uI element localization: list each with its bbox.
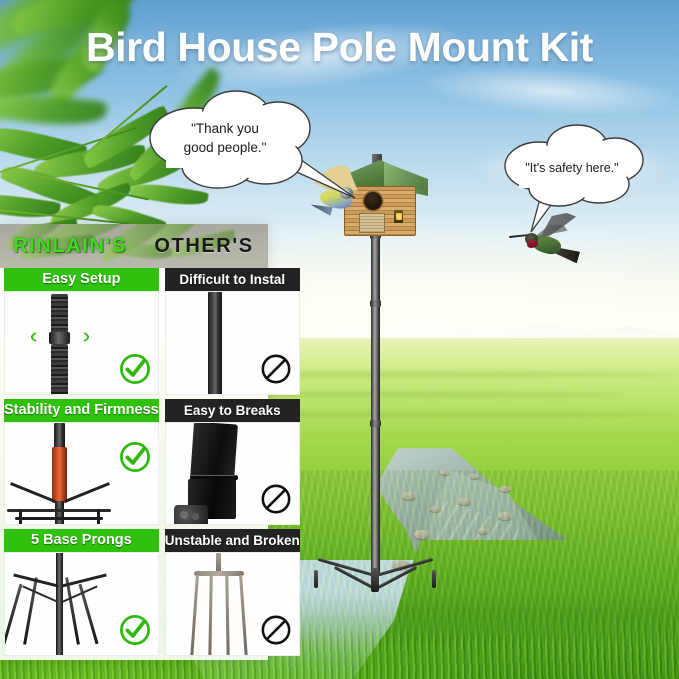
comparison-cell-bad-2: Easy to Breaks [164,398,300,526]
rock [392,560,410,570]
comparison-brand-row: RINLAIN'S OTHER'S [0,224,268,268]
pole-joint [370,300,381,307]
rock [500,486,511,492]
brand-label-ours: RINLAIN'S [13,234,127,257]
hummingbird-throat [527,240,538,248]
birdhouse-lantern [394,210,403,223]
base-center-spike [371,568,379,592]
check-icon [118,613,152,647]
rock [440,470,450,475]
cell-label: Unstable and Broken [164,529,300,553]
cell-label: Stability and Firmness [4,398,159,422]
check-icon [118,352,152,386]
rotate-arrow-icon [31,328,89,346]
cell-image-plain-pole [164,291,300,395]
cell-image-threaded-pole [4,291,159,395]
rock [470,474,479,479]
birdhouse-chimney [372,154,382,163]
brand-label-theirs: OTHER'S [154,234,254,257]
comparison-cell-good-3: 5 Base Prongs [4,529,159,656]
speech-bubble-bird-text: "Thank you good people." [183,121,267,155]
meadow-contour [0,372,679,377]
rock [458,498,471,505]
base-prong-leg [432,570,436,588]
comparison-cell-good-1: Easy Setup [4,268,159,395]
hummingbird [508,216,583,274]
rock [498,512,512,520]
base-prong-leg [314,570,318,588]
comparison-cell-bad-3: Unstable and Broken [164,529,300,656]
speech-bubble-hummingbird-text: "It's safety here." [525,161,619,175]
birdhouse-plaque [359,213,385,233]
page-title: Bird House Pole Mount Kit [85,24,594,70]
prohibited-icon [259,613,293,647]
cell-label: Difficult to Instal [164,268,300,291]
cell-label: Easy Setup [4,268,159,291]
meadow-contour [0,412,679,417]
cell-image-cracked-joint [164,421,300,526]
pole-joint [370,420,381,427]
rock [414,530,430,539]
comparison-grid: Easy Setup Difficult to Instal [0,268,300,660]
rock [402,492,416,500]
cell-label: 5 Base Prongs [4,529,159,553]
speech-bubble-hummingbird-shape [504,124,644,233]
meadow-contour [60,392,620,397]
birdhouse-entrance-hole [364,192,382,210]
cell-label: Easy to Breaks [164,398,300,422]
comparison-cell-bad-1: Difficult to Instal [164,268,300,395]
mounting-pole [371,224,380,574]
prohibited-icon [259,352,293,386]
rock [478,528,488,534]
comparison-cell-good-2: Stability and Firmness [4,398,159,526]
rock [430,506,441,512]
cell-image-reinforced-base [4,421,159,526]
cell-image-five-prongs [4,552,159,656]
comparison-panel: RINLAIN'S OTHER'S Easy Setup Difficult t… [0,224,300,660]
check-icon [118,442,152,516]
cell-image-four-tine-fork [164,552,300,656]
prohibited-icon [259,482,293,516]
